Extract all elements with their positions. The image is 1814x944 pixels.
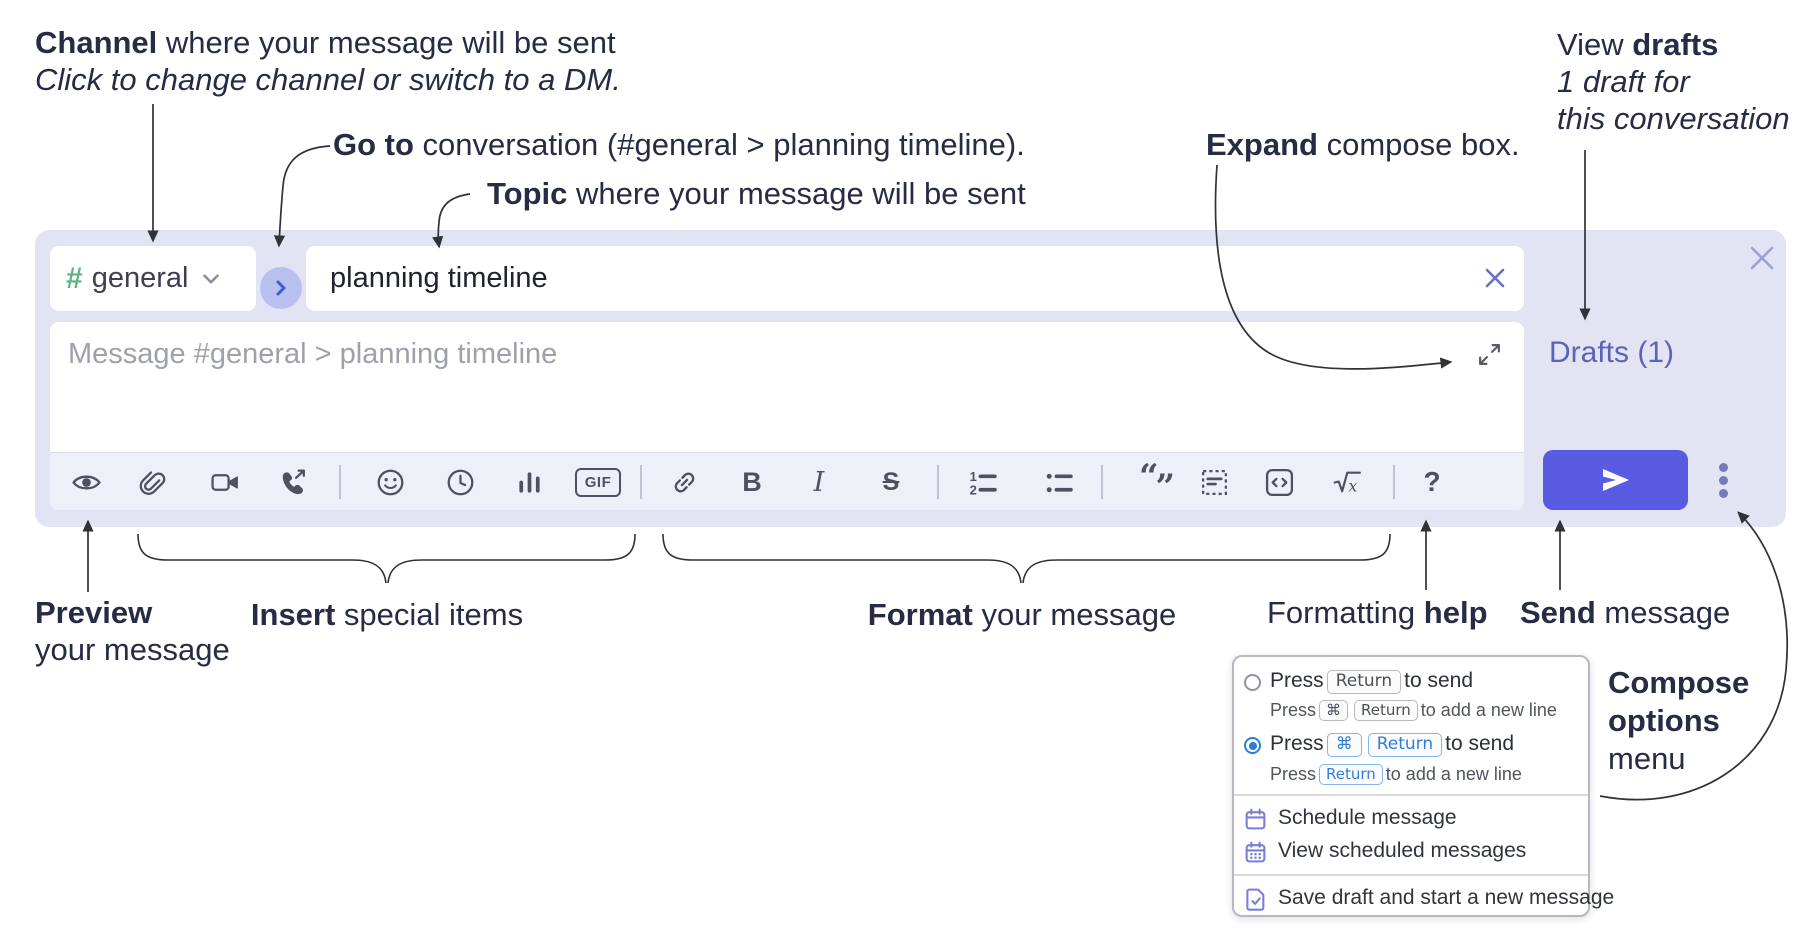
toolbar-divider bbox=[1101, 465, 1103, 499]
preview-eye-icon[interactable] bbox=[66, 462, 106, 502]
message-placeholder: Message #general > planning timeline bbox=[68, 338, 558, 370]
menu-item-save-draft[interactable]: Save draft and start a new message bbox=[1234, 885, 1614, 917]
math-icon[interactable]: x bbox=[1327, 462, 1367, 502]
attach-paperclip-icon[interactable] bbox=[132, 462, 172, 502]
brace-format bbox=[662, 533, 1391, 584]
dots-icon bbox=[1718, 462, 1728, 472]
toolbar-divider bbox=[339, 465, 341, 499]
message-textarea[interactable]: Message #general > planning timeline bbox=[50, 322, 1524, 452]
emoji-icon[interactable] bbox=[370, 462, 410, 502]
italic-icon[interactable]: I bbox=[799, 462, 839, 502]
annotation-goto: Go to conversation (#general > planning … bbox=[333, 127, 1025, 162]
svg-text:2: 2 bbox=[969, 482, 976, 497]
topic-input[interactable]: planning timeline bbox=[306, 246, 1524, 311]
compose-box: # general planning timeline Message #gen… bbox=[35, 230, 1786, 527]
menu-item-schedule-message[interactable]: Schedule message bbox=[1234, 805, 1588, 835]
annotation-expand: Expand compose box. bbox=[1206, 127, 1520, 162]
channel-name: general bbox=[91, 262, 189, 294]
svg-text:1: 1 bbox=[969, 468, 976, 483]
channel-hash-icon: # bbox=[66, 261, 83, 295]
calendar-grid-icon bbox=[1243, 840, 1268, 870]
channel-selector[interactable]: # general bbox=[50, 246, 256, 311]
send-icon bbox=[1602, 469, 1629, 491]
expand-compose-icon[interactable] bbox=[1477, 342, 1502, 367]
topic-value: planning timeline bbox=[330, 262, 548, 294]
menu-divider bbox=[1234, 794, 1588, 796]
bulleted-list-icon[interactable] bbox=[1038, 462, 1078, 502]
annotation-format: Format your message bbox=[867, 597, 1177, 632]
spoiler-icon[interactable] bbox=[1194, 462, 1234, 502]
menu-item-view-scheduled[interactable]: View scheduled messages bbox=[1234, 838, 1588, 868]
toolbar-divider bbox=[1393, 465, 1395, 499]
annotation-compose-options: Compose options menu bbox=[1608, 665, 1750, 776]
draft-document-icon bbox=[1243, 887, 1268, 917]
chevron-down-icon bbox=[203, 273, 220, 284]
toolbar-divider bbox=[937, 465, 939, 499]
link-icon[interactable] bbox=[664, 462, 704, 502]
strikethrough-icon[interactable]: S bbox=[871, 462, 911, 502]
bold-icon[interactable]: B bbox=[732, 462, 772, 502]
brace-insert bbox=[137, 533, 636, 584]
radio-selected-icon[interactable] bbox=[1244, 737, 1261, 754]
formatting-help-icon[interactable]: ? bbox=[1412, 462, 1452, 502]
poll-chart-icon[interactable] bbox=[509, 462, 549, 502]
global-time-clock-icon[interactable] bbox=[440, 462, 480, 502]
annotation-formatting-help: Formatting help bbox=[1267, 595, 1488, 630]
drafts-link[interactable]: Drafts (1) bbox=[1549, 336, 1675, 369]
close-compose-icon[interactable] bbox=[1748, 244, 1776, 272]
radio-unselected-icon[interactable] bbox=[1244, 674, 1261, 691]
annotation-insert: Insert special items bbox=[250, 597, 524, 632]
annotation-send: Send message bbox=[1520, 595, 1731, 630]
video-call-icon[interactable] bbox=[205, 462, 245, 502]
quote-icon[interactable]: “” bbox=[1139, 457, 1175, 507]
svg-text:x: x bbox=[1348, 477, 1357, 495]
clear-topic-icon[interactable] bbox=[1482, 265, 1508, 291]
gif-icon[interactable]: GIF bbox=[568, 462, 628, 502]
calendar-icon bbox=[1243, 807, 1268, 837]
message-compose-area: Message #general > planning timeline bbox=[50, 322, 1524, 510]
audio-call-icon[interactable] bbox=[273, 462, 313, 502]
send-button[interactable] bbox=[1543, 450, 1688, 510]
go-to-conversation-button[interactable] bbox=[260, 267, 302, 309]
annotation-topic: Topic where your message will be sent bbox=[487, 176, 1026, 211]
toolbar-divider bbox=[640, 465, 642, 499]
compose-options-button[interactable] bbox=[1707, 454, 1739, 506]
code-icon[interactable] bbox=[1259, 462, 1299, 502]
menu-divider bbox=[1234, 874, 1588, 876]
annotation-channel: Channel where your message will be sent … bbox=[35, 25, 621, 97]
annotation-preview: Preview your message bbox=[35, 595, 230, 667]
annotation-view-drafts: View drafts 1 draft for this conversatio… bbox=[1557, 27, 1790, 136]
annotation-channel-bold: Channel bbox=[35, 25, 158, 60]
chevron-right-icon bbox=[276, 280, 286, 296]
